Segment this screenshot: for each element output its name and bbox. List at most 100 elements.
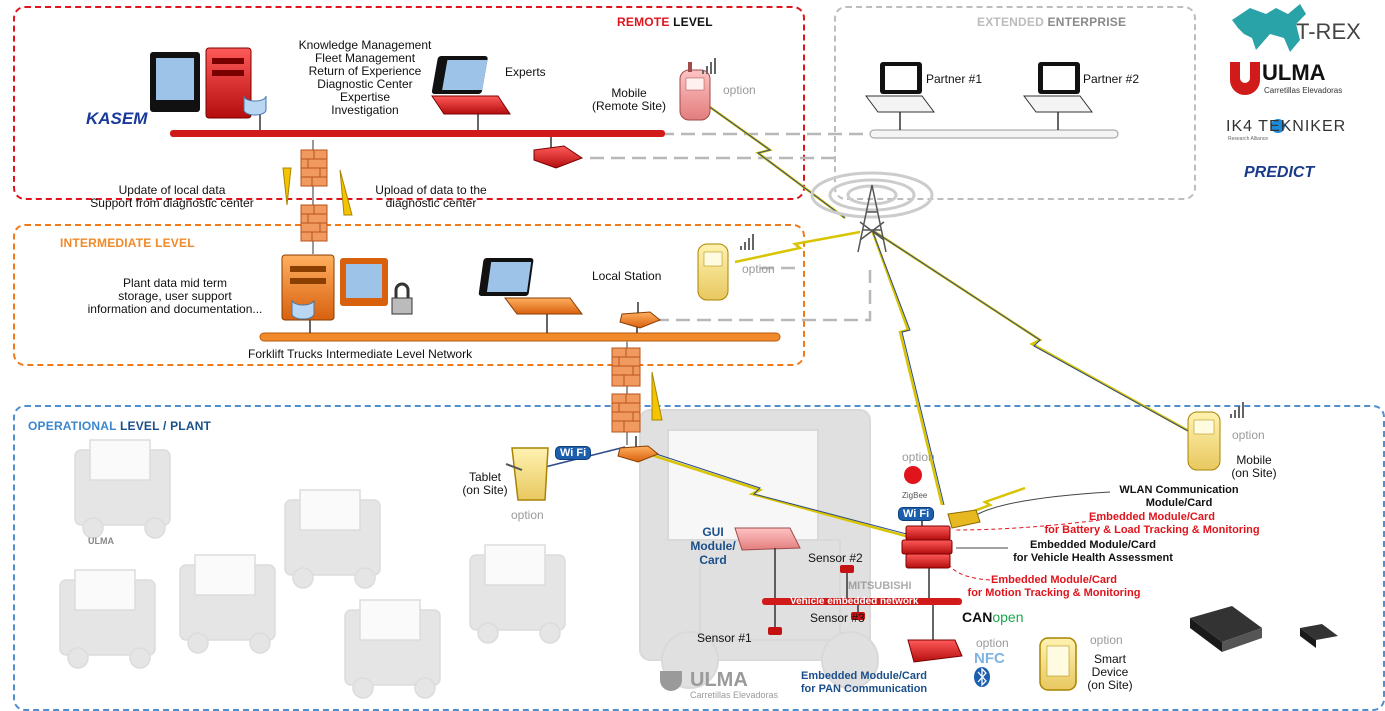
gui-card-icon [734, 527, 801, 551]
smart-option-label: option [1090, 633, 1123, 647]
update-flow-arrow [282, 167, 292, 206]
operational-flow-arrow [651, 371, 663, 421]
health-module-label: Embedded Module/Card for Vehicle Health … [1008, 539, 1178, 565]
nfc-logo: NFC [974, 650, 1005, 667]
local-station-laptop-icon [478, 258, 583, 315]
mobile-remote-line2: (Remote Site) [591, 99, 667, 113]
tekniker-logo-text: IK4 TEKNIKER [1226, 118, 1347, 135]
zigbee-icon [904, 466, 922, 484]
vehicle-network-label: Vehicle embedded network [790, 596, 919, 607]
gui-line2: Module/ [690, 539, 736, 553]
service-return: Return of Experience [308, 64, 422, 78]
operational-plant-word: PLANT [170, 419, 212, 433]
wifi-badge-module: Wi Fi [898, 507, 935, 521]
ulma-bottom-logo-subtitle: Carretillas Elevadoras [690, 690, 779, 700]
update-line1: Update of local data [118, 183, 226, 197]
intermediate-option-label: option [742, 262, 775, 276]
tekniker-logo-mark [1271, 119, 1285, 133]
trex-dinosaur-logo [1232, 4, 1306, 52]
canopen-open: open [992, 609, 1024, 625]
zigbee-option-label: option [902, 450, 935, 464]
mini-ulma-label: ULMA [88, 536, 114, 546]
partner1-laptop-icon [865, 62, 935, 113]
extended-dashed-links [590, 132, 872, 322]
operational-router-icon [617, 436, 659, 463]
gui-line3: Card [699, 553, 727, 567]
intermediate-suffix: LEVEL [155, 236, 195, 250]
extended-enterprise-heading: EXTENDED ENTERPRISE [977, 16, 1126, 29]
extended-network-bus [869, 129, 1119, 139]
tablet-option-label: option [511, 508, 544, 522]
plant-data-line2: storage, user support [118, 289, 232, 303]
smart-device-label: Smart Device (on Site) [1080, 653, 1140, 692]
bluetooth-icon [974, 667, 990, 687]
radio-tower-icon [810, 171, 934, 253]
mobile-remote-label: Mobile (Remote Site) [585, 87, 673, 113]
intermediate-server-icon [281, 254, 413, 321]
intermediate-network-label: Forklift Trucks Intermediate Level Netwo… [248, 347, 473, 361]
service-knowledge: Knowledge Management [298, 38, 432, 52]
trex-logo-text: T-REX [1296, 19, 1361, 44]
intermediate-router-icon [619, 302, 661, 329]
mobile-intermediate-icon [697, 234, 754, 301]
wireless-links [635, 98, 1209, 542]
remote-level-heading: REMOTE LEVEL [617, 16, 713, 29]
forklift-fleet [59, 439, 566, 699]
operational-level-word: LEVEL [119, 419, 160, 433]
tablet-line2: (on Site) [462, 483, 508, 497]
predict-logo-text: PREDICT [1244, 164, 1315, 181]
sensor2-icon [840, 565, 854, 573]
smart-line2: Device [1091, 665, 1129, 679]
pan-line2: for PAN Communication [800, 683, 928, 695]
sensor3-icon [851, 612, 865, 620]
upload-flow-label: Upload of data to the diagnostic center [356, 184, 506, 210]
tekniker-logo-subtitle: Research Alliance [1228, 136, 1269, 142]
local-station-label: Local Station [592, 269, 662, 283]
extended-title: EXTENDED [977, 15, 1044, 29]
remote-server-icon [150, 47, 267, 119]
wlan-line1: WLAN Communication [1119, 484, 1239, 496]
remote-services-list: Knowledge Management Fleet Management Re… [277, 39, 453, 117]
motion-line2: for Motion Tracking & Monitoring [967, 587, 1141, 599]
extended-suffix: ENTERPRISE [1047, 15, 1127, 29]
wlan-module-icon [947, 509, 981, 529]
motion-module-label: Embedded Module/Card for Motion Tracking… [955, 574, 1153, 600]
sensor1-label: Sensor #1 [697, 631, 752, 645]
ulma-bottom-logo-text: ULMA [690, 669, 748, 691]
sensor3-label: Sensor #3 [810, 611, 865, 625]
battery-module-label: Embedded Module/Card for Battery & Load … [1030, 511, 1274, 537]
update-line2: Support from diagnostic center [90, 196, 254, 210]
annotation-arrows [949, 491, 1111, 581]
operational-level-heading: OPERATIONAL LEVEL / PLANT [28, 420, 211, 433]
mobile-op-line2: (on Site) [1231, 466, 1277, 480]
intermediate-level-heading: INTERMEDIATE LEVEL [60, 237, 195, 250]
intermediate-network-bus [259, 332, 781, 342]
wlan-line2: Module/Card [1145, 497, 1213, 509]
plant-data-label: Plant data mid term storage, user suppor… [60, 277, 290, 316]
remote-network-bus [170, 130, 665, 137]
gui-module-label: GUI Module/ Card [690, 525, 736, 567]
kasem-logo-text: KASEM [86, 109, 148, 128]
mobile-operational-option: option [1232, 428, 1265, 442]
ulma-logo-subtitle: Carretillas Elevadoras [1264, 86, 1343, 95]
sensor2-label: Sensor #2 [808, 551, 863, 565]
embedded-module-stack-icon [901, 514, 953, 569]
plant-data-line3: information and documentation... [87, 302, 263, 316]
intermediate-title: INTERMEDIATE [60, 236, 152, 250]
remote-level-panel [13, 6, 805, 200]
operational-title: OPERATIONAL [28, 419, 117, 433]
remote-router-icon [533, 145, 584, 169]
experts-label: Experts [505, 65, 546, 79]
operational-level-panel [13, 405, 1385, 711]
wlan-module-label: WLAN Communication Module/Card [1104, 484, 1254, 510]
tablet-label: Tablet (on Site) [450, 471, 520, 497]
canopen-can: CAN [962, 609, 993, 625]
battery-line2: for Battery & Load Tracking & Monitoring [1044, 524, 1260, 536]
service-diagnostic: Diagnostic Center [317, 77, 413, 91]
smart-line1: Smart [1093, 652, 1126, 666]
partner2-label: Partner #2 [1083, 72, 1140, 86]
upload-flow-arrow [339, 169, 353, 216]
extended-enterprise-panel [834, 6, 1196, 200]
plant-data-line1: Plant data mid term [122, 276, 228, 290]
